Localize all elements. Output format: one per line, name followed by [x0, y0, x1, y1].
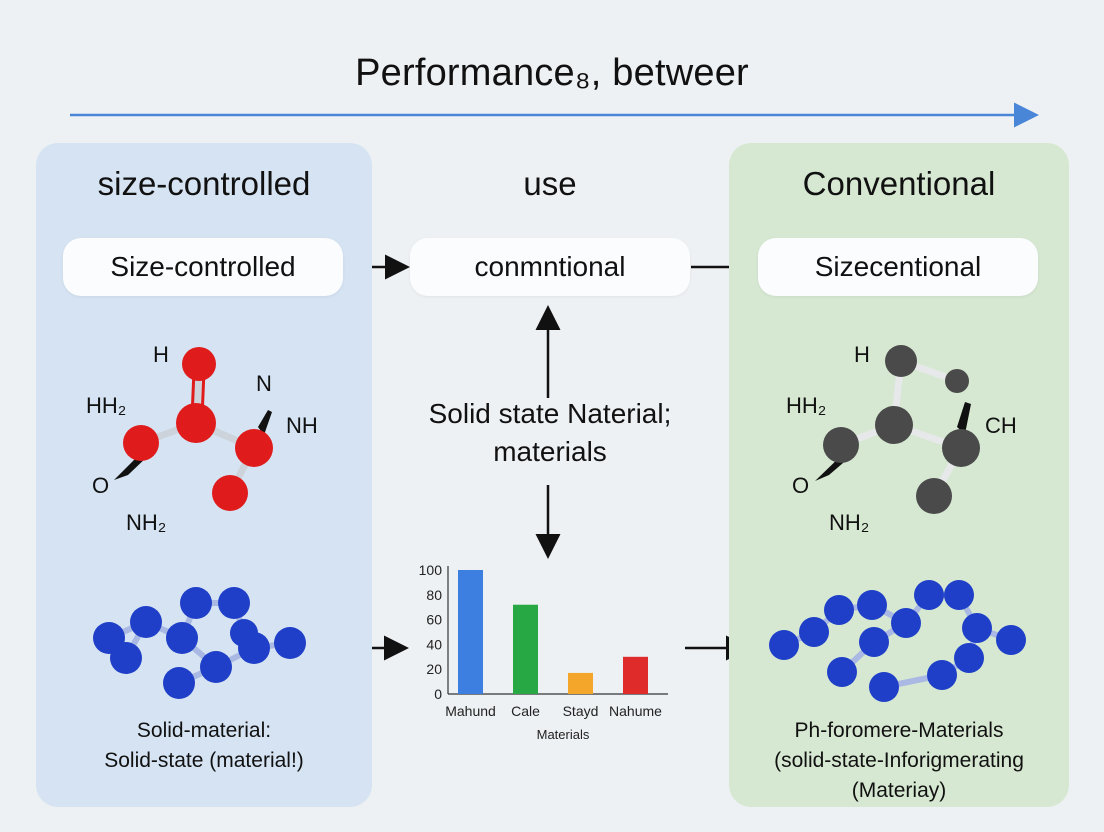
y-tick-label: 40 — [426, 636, 442, 652]
atom-gray-center — [875, 406, 913, 444]
left-caption-line2: Solid-state (material!) — [104, 749, 304, 772]
y-tick-label: 100 — [419, 562, 443, 578]
left-caption: Solid-material: Solid-state (material!) — [36, 716, 372, 776]
atom-gray-bottom — [916, 478, 952, 514]
right-label-nh2: NH₂ — [829, 510, 870, 535]
left-pill: Size-controlled — [63, 238, 343, 296]
bar-stayd — [568, 672, 593, 694]
atom-red-bottom — [212, 475, 248, 511]
x-tick-label: Stayd — [563, 703, 599, 719]
x-tick-label: Mahund — [445, 703, 496, 719]
atom-red-left — [123, 425, 159, 461]
diagram-title: Performance₈, betweer — [355, 52, 749, 94]
left-molecule-diagram — [114, 347, 273, 511]
left-caption-line1: Solid-material: — [136, 719, 272, 742]
left-label-hh2: HH₂ — [86, 393, 127, 418]
right-caption: Ph-foromere-Materials (solid-state-Infor… — [729, 716, 1069, 806]
left-heading: size-controlled — [97, 165, 311, 202]
bar-nahume — [623, 656, 648, 694]
left-label-nh2: NH₂ — [126, 510, 167, 535]
middle-pill: conmntional — [410, 238, 690, 296]
right-caption-line1: Ph-foromere-Materials — [794, 719, 1004, 742]
middle-text-line1: Solid state Naterial; — [428, 398, 672, 429]
right-heading: Conventional — [802, 165, 996, 202]
bar-mahund — [458, 570, 483, 694]
y-tick-label: 20 — [426, 661, 442, 677]
left-label-n: N — [256, 371, 272, 396]
right-label-ch: CH — [985, 413, 1017, 438]
right-molecule-diagram — [815, 345, 980, 514]
y-tick-label: 80 — [426, 587, 442, 603]
atom-red-top — [182, 347, 216, 381]
left-label-h: H — [153, 342, 169, 367]
right-pill: Sizecentional — [758, 238, 1038, 296]
right-caption-line2: (solid-state-Inforigmerating — [774, 749, 1024, 772]
y-tick-label: 60 — [426, 612, 442, 628]
x-tick-label: Nahume — [609, 703, 662, 719]
right-caption-line3: (Materiay) — [851, 779, 947, 802]
y-tick-label: 0 — [434, 686, 442, 702]
right-label-h: H — [854, 342, 870, 367]
middle-text-line2: materials — [493, 436, 607, 467]
middle-heading: use — [523, 165, 577, 202]
left-lattice-diagram — [93, 587, 306, 699]
atom-gray-top-right — [945, 369, 969, 393]
right-lattice-diagram — [769, 580, 1026, 702]
x-axis-title: Materials — [537, 727, 590, 742]
left-label-nh: NH — [286, 413, 318, 438]
atom-gray-right — [942, 429, 980, 467]
atom-red-right — [235, 429, 273, 467]
middle-description: Solid state Naterial; materials — [380, 395, 720, 471]
bar-cale — [513, 604, 538, 694]
right-label-o: O — [792, 473, 810, 498]
right-label-hh2: HH₂ — [786, 393, 827, 418]
atom-red-center — [176, 403, 216, 443]
atom-gray-top — [885, 345, 917, 377]
atom-gray-left — [823, 427, 859, 463]
x-tick-label: Cale — [511, 703, 540, 719]
left-label-o: O — [92, 473, 110, 498]
